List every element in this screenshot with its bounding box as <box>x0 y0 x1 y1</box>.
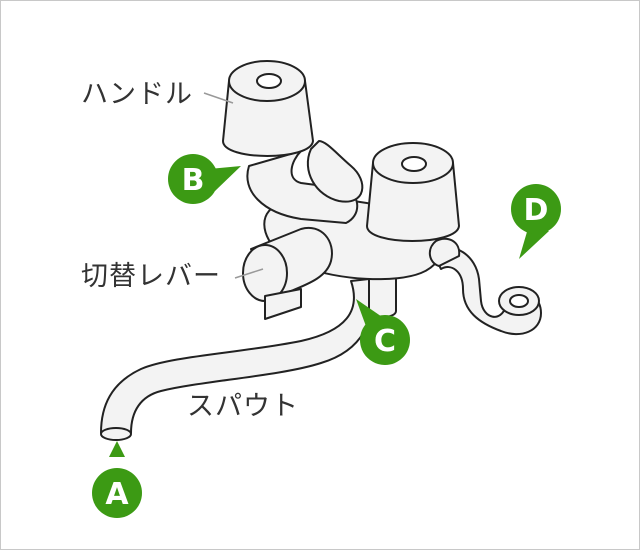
left-handle <box>222 80 314 157</box>
left-handle-neck <box>246 150 359 224</box>
label-spout: スパウト <box>187 391 299 422</box>
spout-outlet <box>100 427 132 441</box>
crossover-pipe <box>306 140 364 203</box>
right-handle-hole <box>401 156 427 172</box>
marker-d-letter: D <box>524 193 549 228</box>
left-handle-hole <box>256 73 282 89</box>
label-handle: ハンドル <box>81 79 193 110</box>
marker-a: A <box>92 441 142 518</box>
marker-c-letter: C <box>374 324 396 359</box>
marker-b-letter: B <box>182 163 205 198</box>
right-nut <box>428 237 461 267</box>
marker-b: B <box>168 154 241 204</box>
marker-a-letter: A <box>105 477 129 512</box>
switch-lever-flap <box>264 288 302 320</box>
switch-lever-leader-line <box>234 268 264 279</box>
handle-leader-line <box>203 92 234 104</box>
right-handle <box>366 162 460 242</box>
label-switch-lever: 切替レバー <box>81 261 221 292</box>
wall-fitting-hole <box>509 294 529 308</box>
marker-c: C <box>356 299 410 365</box>
marker-d: D <box>511 184 561 259</box>
